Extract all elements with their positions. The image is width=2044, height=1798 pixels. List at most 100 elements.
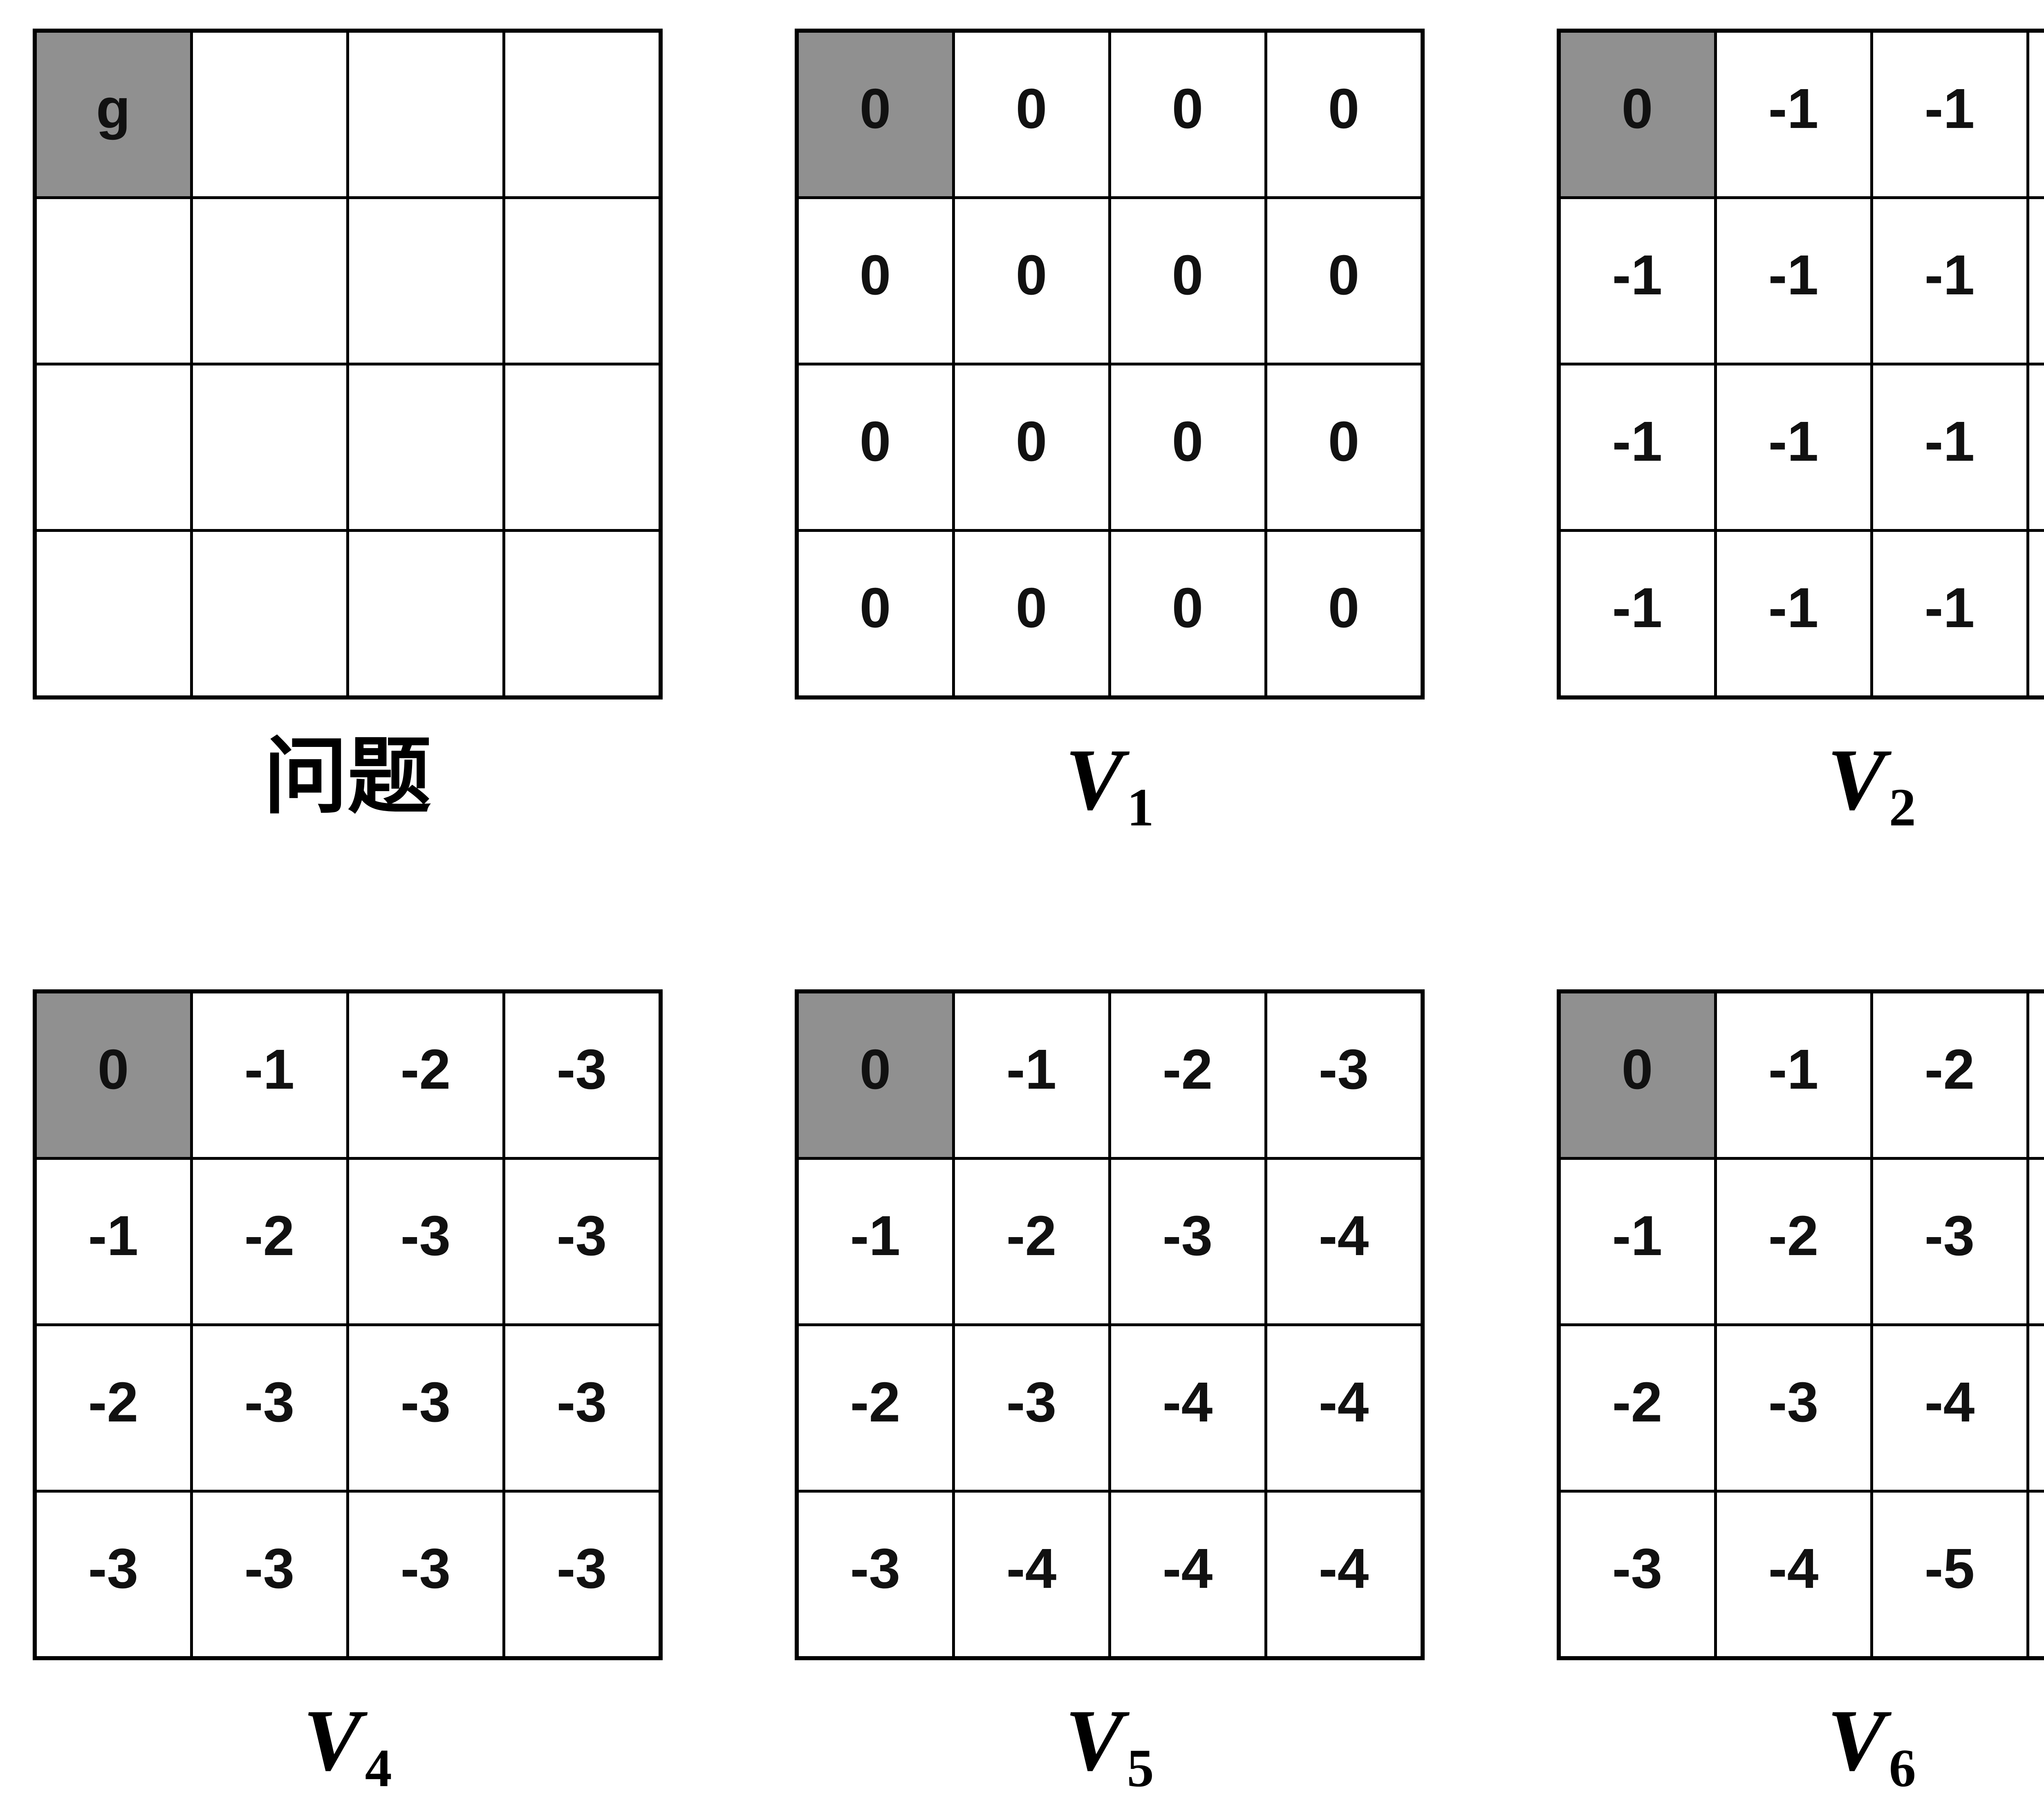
grid-cell: -3 xyxy=(504,1159,661,1325)
grid-cell: -1 xyxy=(1871,531,2028,698)
grid-problem: g xyxy=(33,29,663,699)
goal-cell: 0 xyxy=(35,991,192,1159)
goal-cell: g xyxy=(35,31,192,198)
goal-cell: 0 xyxy=(1559,991,1716,1159)
panel-v4: 0 -1 -2 -3 -1 -2 -3 -3 -2 -3 -3 -3 xyxy=(41,989,654,1784)
caption-v-subscript: 1 xyxy=(1127,777,1154,837)
panel-v2: 0 -1 -1 -1 -1 -1 -1 -1 -1 -1 -1 -1 xyxy=(1565,29,2044,823)
grid-cell xyxy=(504,531,661,698)
caption-v-subscript: 5 xyxy=(1127,1738,1154,1798)
grid-cell xyxy=(347,31,504,198)
table-row: 0 -1 -2 -3 xyxy=(35,991,661,1159)
grid-cell: -1 xyxy=(1871,198,2028,364)
caption-v-symbol: V xyxy=(1827,731,1885,828)
caption-problem: 问题 xyxy=(264,735,431,819)
grid-cell: -2 xyxy=(1715,1159,1871,1325)
grid-v1: 0 0 0 0 0 0 0 0 0 0 0 0 0 xyxy=(795,29,1425,699)
table-row xyxy=(35,364,661,531)
grid-v5: 0 -1 -2 -3 -1 -2 -3 -4 -2 -3 -4 -4 xyxy=(795,989,1425,1660)
panel-v1: 0 0 0 0 0 0 0 0 0 0 0 0 0 xyxy=(803,29,1416,823)
table-row: 0 0 0 0 xyxy=(797,198,1423,364)
grid-cell xyxy=(504,31,661,198)
table-row: -1 -2 -3 -4 xyxy=(797,1159,1423,1325)
table-row: -1 -2 -3 -3 xyxy=(35,1159,661,1325)
table-row: 0 -1 -2 -3 xyxy=(797,991,1423,1159)
caption-v-subscript: 2 xyxy=(1889,777,1916,837)
grid-cell: -3 xyxy=(35,1491,192,1659)
grid-cell: -3 xyxy=(347,1325,504,1491)
goal-cell: 0 xyxy=(797,991,954,1159)
grid-cell: -1 xyxy=(1715,31,1871,198)
grid-cell: 0 xyxy=(1266,31,1423,198)
grid-cell: -3 xyxy=(797,1491,954,1659)
grid-cell: -3 xyxy=(191,1491,347,1659)
table-row: -3 -4 -4 -4 xyxy=(797,1491,1423,1659)
table-row xyxy=(35,531,661,698)
table-row: -2 -3 -3 -3 xyxy=(35,1325,661,1491)
grid-cell: -2 xyxy=(35,1325,192,1491)
grid-cell: -3 xyxy=(1266,991,1423,1159)
figure-row-top: g xyxy=(41,29,2044,823)
grid-cell xyxy=(191,198,347,364)
grid-cell xyxy=(191,531,347,698)
table-row: 0 -1 -2 -3 xyxy=(1559,991,2044,1159)
grid-cell: -1 xyxy=(953,991,1109,1159)
grid-cell: -1 xyxy=(1871,364,2028,531)
grid-v2: 0 -1 -1 -1 -1 -1 -1 -1 -1 -1 -1 -1 xyxy=(1557,29,2044,699)
table-row: -1 -1 -1 -1 xyxy=(1559,198,2044,364)
grid-cell: -3 xyxy=(1559,1491,1716,1659)
table-row: -1 -1 -1 -1 xyxy=(1559,364,2044,531)
table-row: -1 -2 -3 -4 xyxy=(1559,1159,2044,1325)
grid-cell: -1 xyxy=(797,1159,954,1325)
grid-cell: 0 xyxy=(797,198,954,364)
grid-cell: -3 xyxy=(504,1325,661,1491)
table-row: 0 0 0 0 xyxy=(797,364,1423,531)
grid-cell: -1 xyxy=(1715,991,1871,1159)
grid-cell xyxy=(347,531,504,698)
grid-cell: 0 xyxy=(797,364,954,531)
grid-cell: -1 xyxy=(2028,31,2044,198)
grid-cell: -1 xyxy=(1559,198,1716,364)
panel-v6: 0 -1 -2 -3 -1 -2 -3 -4 -2 -3 -4 -5 xyxy=(1565,989,2044,1784)
caption-v1: V1 xyxy=(1065,735,1154,823)
grid-cell: 0 xyxy=(953,364,1109,531)
grid-cell: -4 xyxy=(953,1491,1109,1659)
panel-problem: g xyxy=(41,29,654,823)
grid-cell: -4 xyxy=(2028,1159,2044,1325)
grid-cell: -4 xyxy=(1266,1491,1423,1659)
caption-v4: V4 xyxy=(303,1696,392,1784)
caption-v-symbol: V xyxy=(1827,1691,1885,1789)
grid-cell: -2 xyxy=(797,1325,954,1491)
table-row: -1 -1 -1 -1 xyxy=(1559,531,2044,698)
grid-cell: -1 xyxy=(1715,364,1871,531)
grid-cell: -4 xyxy=(1715,1491,1871,1659)
grid-v4: 0 -1 -2 -3 -1 -2 -3 -3 -2 -3 -3 -3 xyxy=(33,989,663,1660)
grid-cell: -2 xyxy=(1871,991,2028,1159)
grid-cell: 0 xyxy=(953,31,1109,198)
grid-cell: -1 xyxy=(2028,531,2044,698)
grid-cell xyxy=(347,364,504,531)
table-row: -2 -3 -4 -5 xyxy=(1559,1325,2044,1491)
panel-v5: 0 -1 -2 -3 -1 -2 -3 -4 -2 -3 -4 -4 xyxy=(803,989,1416,1784)
grid-cell: -5 xyxy=(1871,1491,2028,1659)
grid-cell xyxy=(191,31,347,198)
grid-cell xyxy=(504,364,661,531)
grid-cell: -4 xyxy=(1871,1325,2028,1491)
grid-cell: 0 xyxy=(1266,531,1423,698)
figure-row-bottom: 0 -1 -2 -3 -1 -2 -3 -3 -2 -3 -3 -3 xyxy=(41,989,2044,1784)
grid-cell: 0 xyxy=(953,198,1109,364)
grid-cell: -3 xyxy=(1109,1159,1266,1325)
caption-v-symbol: V xyxy=(1065,1691,1123,1789)
grid-cell: -2 xyxy=(953,1159,1109,1325)
caption-v6: V6 xyxy=(1827,1696,1916,1784)
grid-cell xyxy=(191,364,347,531)
grid-cell: -2 xyxy=(1109,991,1266,1159)
grid-cell: 0 xyxy=(1266,198,1423,364)
grid-cell: -2 xyxy=(191,1159,347,1325)
grid-cell: 0 xyxy=(797,531,954,698)
grid-cell: -1 xyxy=(2028,364,2044,531)
grid-cell: -3 xyxy=(347,1491,504,1659)
grid-cell: 0 xyxy=(1266,364,1423,531)
grid-cell: -3 xyxy=(347,1159,504,1325)
value-iteration-figure: g xyxy=(0,0,2044,1750)
